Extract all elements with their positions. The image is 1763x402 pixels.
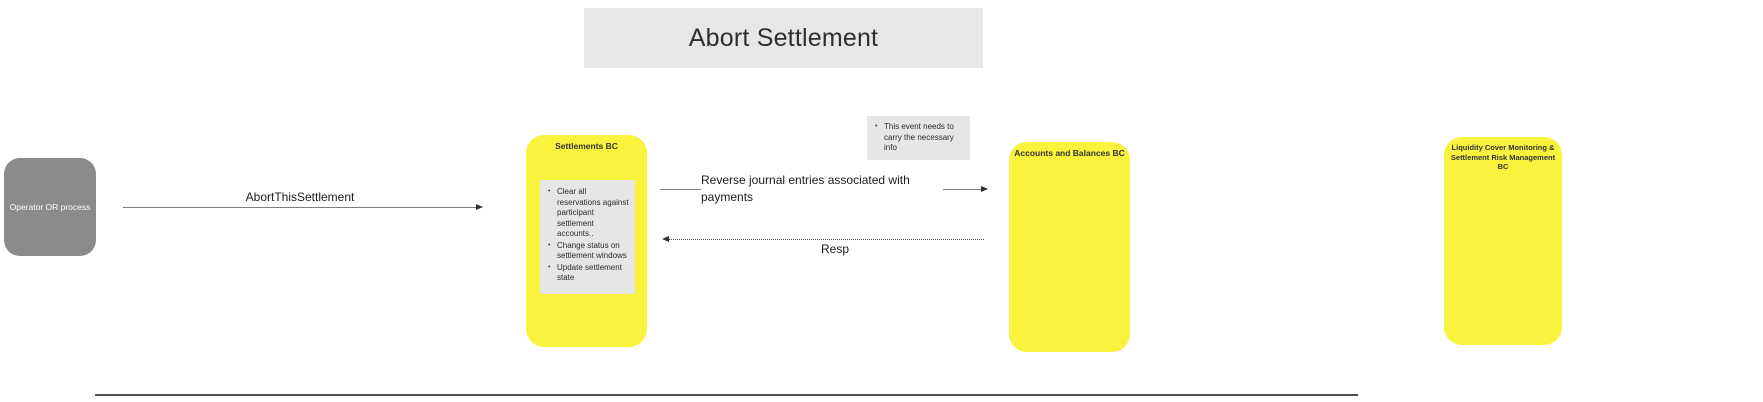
- frame-title-text: Abort Settlement: [688, 23, 879, 52]
- frame-bottom-border: [95, 394, 1358, 396]
- node-operator-label: Operator OR process: [9, 202, 91, 212]
- settlements-note-list: Clear all reservations against participa…: [546, 187, 631, 284]
- event-info-note[interactable]: This event needs to carry the necessary …: [867, 116, 970, 160]
- node-liquidity-risk-bc[interactable]: Liquidity Cover Monitoring & Settlement …: [1444, 137, 1562, 345]
- arrow-abort-line[interactable]: [123, 207, 477, 208]
- arrow-reverse-head-icon: [981, 186, 988, 192]
- node-accounts-balances-bc[interactable]: Accounts and Balances BC: [1009, 142, 1130, 352]
- settlements-note-item: Change status on settlement windows: [546, 241, 631, 262]
- node-accounts-balances-bc-label: Accounts and Balances BC: [1014, 148, 1125, 158]
- node-liquidity-risk-bc-label: Liquidity Cover Monitoring & Settlement …: [1450, 143, 1556, 171]
- arrow-abort-head-icon: [476, 204, 483, 210]
- settlements-note-item: Update settlement state: [546, 263, 631, 284]
- arrow-reverse-label: Reverse journal entries associated with …: [701, 172, 943, 206]
- arrow-resp-label: Resp: [785, 242, 885, 256]
- event-info-note-list: This event needs to carry the necessary …: [873, 122, 966, 154]
- settlements-note-item: Clear all reservations against participa…: [546, 187, 631, 240]
- arrow-resp-head-icon: [662, 236, 669, 242]
- node-settlements-bc-label: Settlements BC: [555, 141, 618, 151]
- event-info-note-item: This event needs to carry the necessary …: [873, 122, 966, 154]
- arrow-abort-label: AbortThisSettlement: [245, 190, 355, 204]
- frame-title-bar[interactable]: Abort Settlement: [584, 8, 983, 68]
- node-operator[interactable]: Operator OR process: [4, 158, 96, 256]
- settlements-note[interactable]: Clear all reservations against participa…: [540, 180, 635, 294]
- arrow-resp-line[interactable]: [668, 239, 984, 240]
